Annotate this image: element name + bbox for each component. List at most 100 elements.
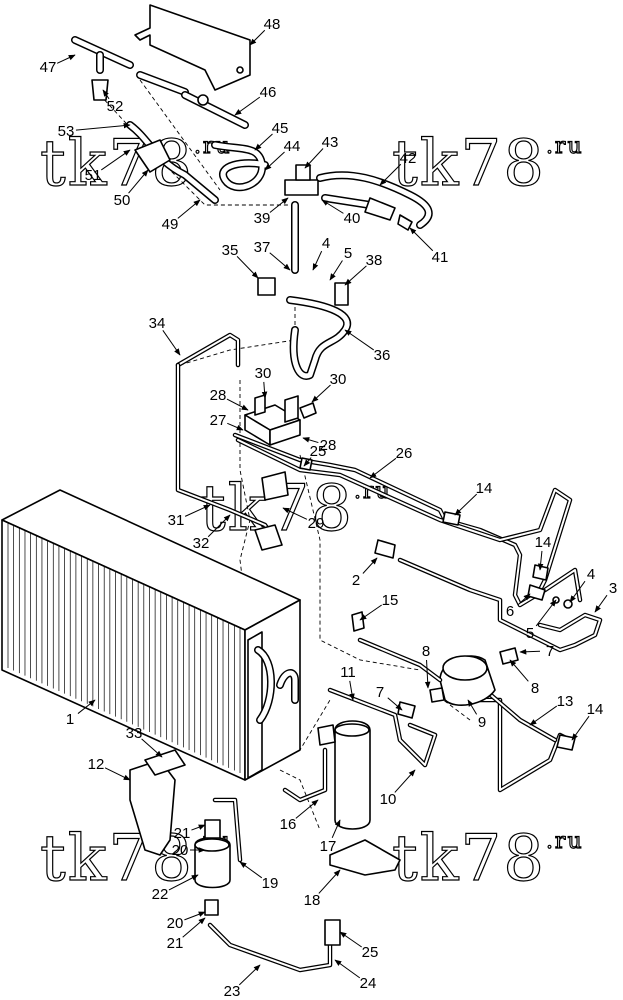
leader-c51 — [101, 149, 131, 171]
leader-c1 — [77, 699, 96, 714]
leader-c10 — [394, 769, 416, 793]
pipe-3-13 — [397, 557, 603, 793]
watermark-bottom-right: tk78.ru — [392, 822, 584, 896]
leader-c11 — [349, 680, 355, 701]
leader-c53 — [75, 122, 131, 131]
callout-label: 51 — [85, 167, 102, 184]
leader-c14c — [571, 715, 590, 741]
leader-c21b — [182, 917, 206, 938]
callout-label: 22 — [152, 886, 169, 903]
leader-c19 — [239, 861, 263, 879]
callout-label: 10 — [380, 791, 397, 808]
filter-drier — [357, 637, 496, 706]
leader-c37 — [269, 252, 291, 271]
leader-c28a — [226, 398, 249, 411]
leader-c35 — [236, 256, 259, 279]
leader-c50 — [128, 169, 149, 194]
callout-label: 52 — [107, 98, 124, 115]
callout-label: 5 — [344, 245, 352, 262]
leader-c33 — [141, 738, 163, 758]
leader-c23 — [238, 964, 261, 986]
leader-c14b — [537, 550, 544, 571]
leader-c21a — [191, 824, 206, 831]
callout-label: 1 — [66, 711, 74, 728]
leader-c4a — [312, 250, 323, 271]
leader-c20b — [184, 911, 206, 921]
leader-c13 — [529, 705, 558, 726]
callout-label: 53 — [58, 123, 75, 140]
callout-label: 8 — [531, 680, 539, 697]
callout-label: 29 — [308, 515, 325, 532]
callout-label: 16 — [280, 816, 297, 833]
callout-label: 23 — [224, 983, 241, 1000]
callout-label: 25 — [362, 944, 379, 961]
callout-label: 15 — [382, 592, 399, 609]
callout-label: 37 — [254, 239, 271, 256]
callout-label: 39 — [254, 210, 271, 227]
leader-c25a — [303, 457, 312, 467]
callout-label: 27 — [210, 412, 227, 429]
callout-label: 48 — [264, 16, 281, 33]
callout-label: 30 — [330, 371, 347, 388]
leader-c27 — [227, 422, 244, 431]
leader-c25b — [339, 931, 362, 948]
leader-c41 — [409, 227, 434, 252]
callout-label: 34 — [149, 315, 166, 332]
leader-c39 — [269, 197, 289, 213]
leader-c18 — [318, 869, 341, 894]
leader-c34 — [162, 330, 181, 356]
condenser — [1, 489, 301, 781]
callout-label: 14 — [476, 480, 493, 497]
leader-c7b — [519, 648, 541, 655]
leader-c17 — [331, 819, 341, 839]
callout-label: 6 — [506, 603, 514, 620]
pipe-10 — [327, 687, 438, 768]
callout-label: 46 — [260, 84, 277, 101]
leader-c42 — [379, 163, 402, 186]
callout-label: 2 — [352, 572, 360, 589]
leader-c43 — [304, 148, 324, 169]
inline-drier — [194, 797, 243, 916]
leader-c5a — [329, 260, 343, 281]
callout-label: 33 — [126, 725, 143, 742]
callout-label: 28 — [210, 387, 227, 404]
callout-label: 50 — [114, 192, 131, 209]
callout-label: 14 — [535, 534, 552, 551]
callout-label: 4 — [322, 235, 330, 252]
upper-hose-assembly — [71, 36, 433, 380]
callout-label: 24 — [360, 975, 377, 992]
leader-c16 — [295, 799, 319, 819]
callout-label: 36 — [374, 347, 391, 364]
callout-label: 20 — [172, 842, 189, 859]
callout-label: 26 — [396, 445, 413, 462]
leader-c4b — [569, 580, 586, 603]
callout-label: 12 — [88, 756, 105, 773]
callout-label: 42 — [400, 150, 417, 167]
leader-lines — [56, 29, 608, 986]
leader-c47 — [56, 54, 76, 64]
leader-c6 — [517, 593, 531, 606]
leader-c49 — [177, 199, 201, 219]
leader-c46 — [234, 96, 261, 116]
callout-label: 20 — [167, 915, 184, 932]
leader-c36 — [344, 329, 374, 351]
callout-label: 4 — [587, 566, 595, 583]
leader-c14a — [454, 493, 478, 516]
leader-c52 — [102, 89, 110, 100]
callout-label: 31 — [168, 512, 185, 529]
callout-label: 3 — [609, 580, 617, 597]
leader-c8b — [509, 659, 529, 682]
leader-c28b — [302, 437, 319, 444]
leader-c3 — [594, 594, 608, 613]
callout-label: 49 — [162, 216, 179, 233]
leader-c29 — [282, 507, 308, 520]
pipe-23 — [207, 919, 341, 973]
callout-label: 35 — [222, 242, 239, 259]
leader-c48 — [249, 29, 266, 46]
callout-label: 11 — [340, 664, 356, 681]
callout-label: 19 — [262, 875, 279, 892]
callout-label: 25 — [310, 443, 327, 460]
callout-label: 28 — [320, 437, 337, 454]
callout-label: 9 — [478, 714, 486, 731]
